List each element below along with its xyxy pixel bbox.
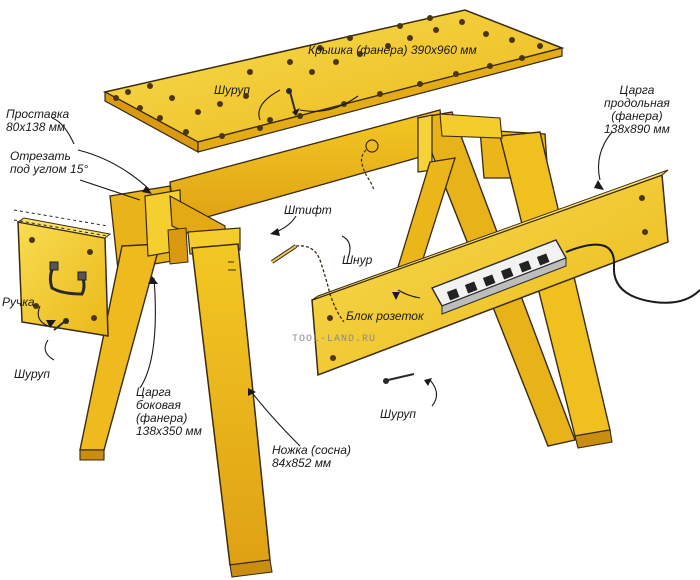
label-long-rail-line-3: (фанера): [611, 109, 663, 123]
socket-outlet: [500, 267, 514, 280]
label-table-top: Крышка (фанера) 390x960 мм: [308, 43, 477, 57]
top-hole: [417, 81, 423, 87]
top-hole: [347, 35, 353, 41]
top-hole: [433, 27, 439, 33]
screw-left: [53, 318, 69, 331]
top-hole: [519, 55, 525, 61]
label-side-rail-line-3: (фанера): [136, 411, 188, 425]
cord: [295, 245, 345, 323]
socket-outlet: [482, 274, 496, 287]
top-hole: [407, 35, 413, 41]
top-hole: [427, 15, 433, 21]
screw-top: [286, 88, 297, 115]
label-screw-right: Шуруп: [380, 407, 416, 421]
pin: [270, 244, 298, 264]
top-hole: [147, 83, 153, 89]
top-hole: [243, 93, 249, 99]
label-screw-left: Шуруп: [14, 367, 50, 381]
label-long-rail-line-4: 138x890 мм: [604, 122, 670, 136]
table-top: [102, 9, 565, 154]
label-side-rail-line-4: 138x350 мм: [136, 424, 202, 438]
cut-guide-lines: [13, 209, 109, 237]
top-hole: [309, 69, 315, 75]
top-hole: [219, 133, 225, 139]
top-hole: [385, 43, 391, 49]
top-hole: [333, 59, 339, 65]
top-hole: [217, 101, 223, 107]
socket-outlet: [464, 281, 478, 294]
power-cord: [565, 243, 700, 304]
label-side-rail-line-1: Царга: [136, 385, 171, 399]
label-cord: Шнур: [342, 253, 373, 267]
watermark: TOOL-LAND.RU: [292, 334, 377, 345]
label-long-rail-line-2: продольная: [604, 96, 670, 110]
left-leg-assembly: [79, 185, 273, 578]
label-cut-line-2: под углом 15°: [10, 162, 89, 176]
top-hole: [183, 129, 189, 135]
label-leg-line-1: Ножка (сосна): [272, 443, 351, 457]
socket-block: [430, 239, 568, 315]
top-hole: [459, 19, 465, 25]
top-hole: [157, 115, 163, 121]
label-spacer-line-2: 80x138 мм: [6, 120, 66, 134]
top-hole: [137, 105, 143, 111]
label-cut: Отрезать под углом 15°: [10, 150, 88, 176]
top-hole: [125, 89, 131, 95]
top-hole: [487, 63, 493, 69]
top-hole: [247, 69, 253, 75]
screw-right: [383, 373, 415, 384]
top-hole: [483, 31, 489, 37]
label-side-rail: Царга боковая (фанера) 138x350 мм: [136, 386, 202, 438]
label-long-rail: Царга продольная (фанера) 138x890 мм: [604, 84, 670, 136]
label-handle: Ручка: [2, 295, 35, 309]
label-spacer: Проставка 80x138 мм: [6, 108, 69, 134]
top-hole: [377, 91, 383, 97]
label-socket-block: Блок розеток: [346, 309, 424, 323]
top-hole: [317, 45, 323, 51]
top-hole: [537, 43, 543, 49]
side-rail-panel: [16, 217, 112, 337]
label-leg-line-2: 84x852 мм: [272, 456, 332, 470]
top-hole: [453, 71, 459, 77]
top-hole: [169, 95, 175, 101]
label-spacer-line-1: Проставка: [6, 107, 70, 121]
label-screw-top: Шуруп: [214, 83, 250, 97]
label-leg: Ножка (сосна) 84x852 мм: [272, 444, 351, 470]
top-hole: [509, 37, 515, 43]
socket-outlet: [536, 253, 550, 266]
label-pin: Штифт: [284, 203, 332, 217]
top-hole: [357, 51, 363, 57]
top-hole: [257, 125, 263, 131]
top-hole: [287, 59, 293, 65]
label-cut-line-1: Отрезать: [10, 149, 71, 163]
socket-outlet: [518, 260, 532, 273]
leader-lines: [37, 89, 613, 447]
label-long-rail-line-1: Царга: [619, 83, 655, 97]
leader-arrowheads: [46, 108, 604, 396]
top-hole: [195, 109, 201, 115]
top-hole: [113, 95, 119, 101]
label-side-rail-line-2: боковая: [136, 398, 181, 412]
top-hole: [267, 117, 273, 123]
top-hole: [397, 23, 403, 29]
socket-outlet: [446, 288, 460, 301]
top-hole: [297, 113, 303, 119]
chain: [360, 139, 379, 191]
